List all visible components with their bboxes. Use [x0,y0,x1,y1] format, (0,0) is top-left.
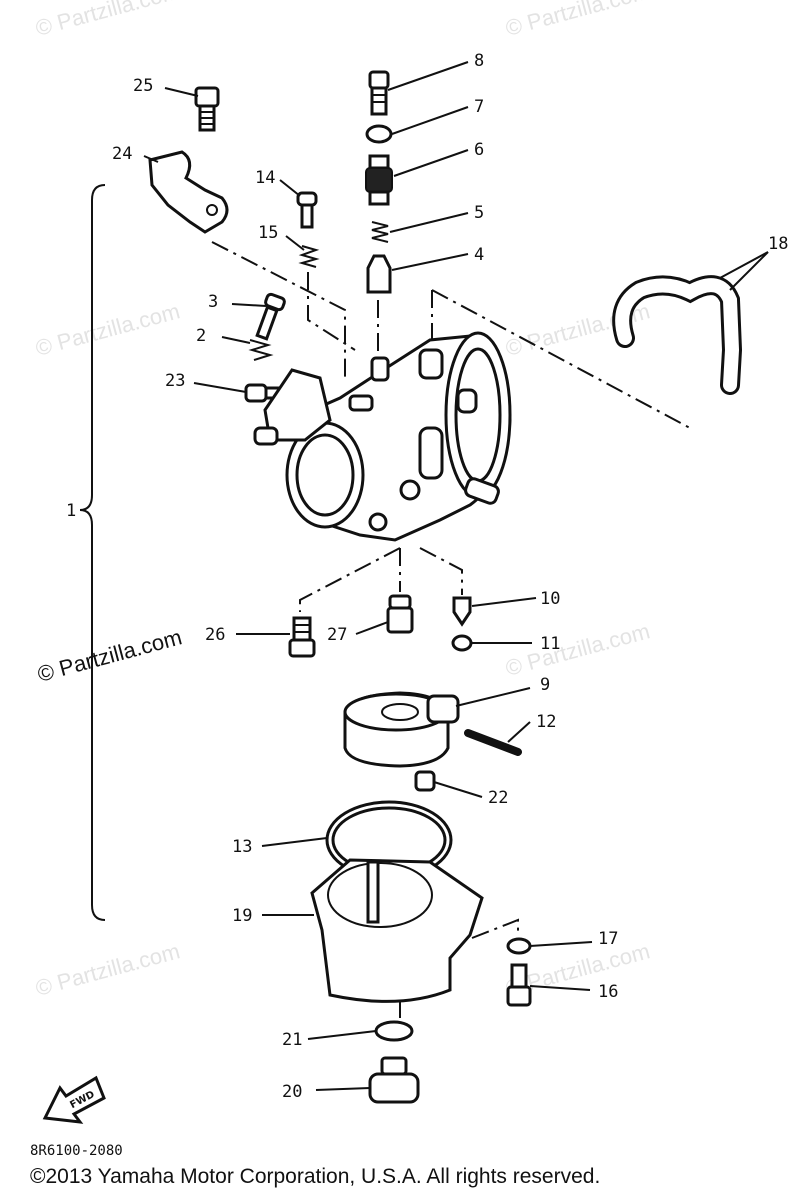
nut-part-7 [365,124,393,144]
callout-7: 7 [474,97,484,117]
washer-part-17 [506,937,532,955]
forward-arrow-icon: FWD [42,1075,106,1124]
callout-19: 19 [232,906,252,926]
callout-27: 27 [327,625,347,645]
bolt-part-25 [194,86,220,132]
float-bowl-part-19 [310,858,484,1003]
watermark: © Partzilla.com [503,618,653,681]
hose-part-18-inner [615,278,740,392]
spring-part-15 [298,245,320,268]
pin-part-12 [464,729,522,756]
hose-part-18 [612,275,743,395]
callout-labels: 1 2 3 4 5 6 7 8 9 10 11 12 13 14 15 16 1… [66,51,788,1102]
clip-part-11 [451,634,473,652]
watermark: © Partzilla.com [33,298,183,361]
callout-13: 13 [232,837,252,857]
needle-part-4 [366,254,392,294]
callout-1: 1 [66,501,76,521]
callout-20: 20 [282,1082,302,1102]
screw-part-14 [296,191,318,229]
callout-14: 14 [255,168,275,188]
watermark: © Partzilla.com [33,0,183,41]
callout-17: 17 [598,929,618,949]
callout-8: 8 [474,51,484,71]
copyright-notice: ©2013 Yamaha Motor Corporation, U.S.A. A… [30,1165,601,1188]
callout-15: 15 [258,223,278,243]
bolt-part-16 [506,963,532,1007]
bracket-hole [206,204,218,216]
float-part-9 [343,691,460,768]
spring-part-2 [248,339,274,361]
o-ring-part-21 [374,1020,414,1042]
bracket-plate-part-24 [148,150,229,234]
callout-11: 11 [540,634,560,654]
screw-part-26 [288,616,316,658]
watermark: © Partzilla.com [33,938,183,1001]
callout-3: 3 [208,292,218,312]
screw-part-3 [255,292,286,341]
callout-10: 10 [540,589,560,609]
callout-5: 5 [474,203,484,223]
spring-part-5 [371,221,389,243]
callout-18: 18 [768,234,788,254]
watermark: © Partzilla.com [503,0,653,41]
callout-2: 2 [196,326,206,346]
leader-lines [143,61,769,1091]
callout-22: 22 [488,788,508,808]
bolt-part-8 [368,70,390,116]
callout-16: 16 [598,982,618,1002]
callout-6: 6 [474,140,484,160]
callout-23: 23 [165,371,185,391]
callout-4: 4 [474,245,484,265]
valve-part-6 [365,154,393,206]
carburetor-body [253,331,512,542]
callout-21: 21 [282,1030,302,1050]
diagram-code: 8R6100-2080 [30,1143,123,1159]
callout-12: 12 [536,712,556,732]
callout-25: 25 [133,76,153,96]
jet-part-22 [414,770,436,792]
callout-24: 24 [112,144,132,164]
callout-26: 26 [205,625,225,645]
drain-plug-part-20 [368,1056,420,1104]
assembly-guide-lines [211,241,691,1020]
callout-9: 9 [540,675,550,695]
jet-part-27 [386,594,414,634]
needle-valve-part-10 [452,596,472,627]
watermark-prominent: © Partzilla.com [35,624,185,687]
assembly-bracket [79,184,106,921]
